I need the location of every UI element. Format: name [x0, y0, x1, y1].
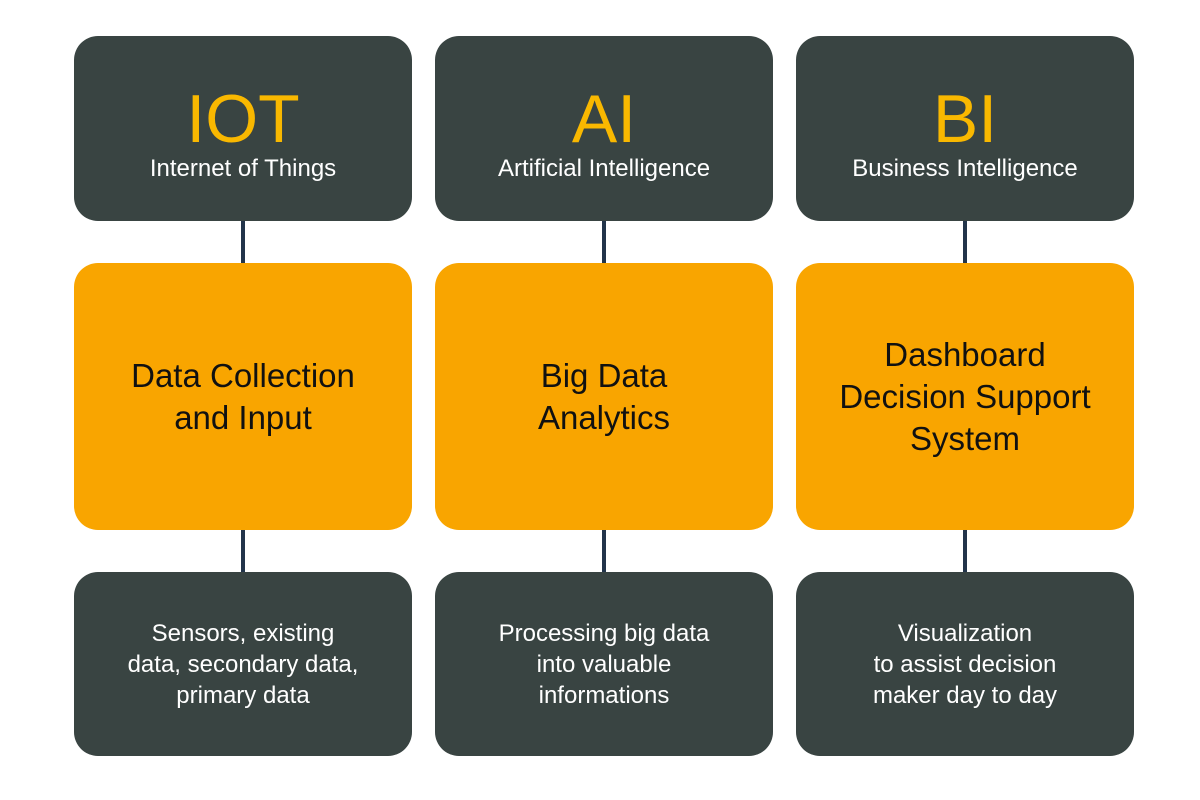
role-box-ai: Big Data Analytics — [435, 263, 773, 530]
role-text-bi: Dashboard Decision Support System — [839, 335, 1091, 457]
full-name-bi: Business Intelligence — [852, 154, 1078, 182]
connector-line — [963, 530, 967, 572]
description-text-iot: Sensors, existing data, secondary data, … — [127, 619, 359, 709]
full-name-iot: Internet of Things — [149, 154, 337, 182]
column-ai: AI Artificial Intelligence Big Data Anal… — [435, 36, 773, 756]
connector-line — [602, 530, 606, 572]
role-box-iot: Data Collection and Input — [74, 263, 412, 530]
acronym-iot: IOT — [186, 80, 300, 157]
column-bi: BI Business Intelligence Dashboard Decis… — [796, 36, 1134, 756]
acronym-bi: BI — [932, 80, 998, 157]
full-name-ai: Artificial Intelligence — [497, 154, 711, 182]
description-box-bi: Visualization to assist decision maker d… — [796, 572, 1134, 756]
role-text-iot: Data Collection and Input — [131, 356, 355, 436]
description-text-ai: Processing big data into valuable inform… — [498, 619, 710, 709]
connector-line — [963, 221, 967, 263]
role-box-bi: Dashboard Decision Support System — [796, 263, 1134, 530]
header-box-ai: AI Artificial Intelligence — [435, 36, 773, 221]
connector-line — [602, 221, 606, 263]
connector-line — [241, 530, 245, 572]
column-iot: IOT Internet of Things Data Collection a… — [74, 36, 412, 756]
description-box-iot: Sensors, existing data, secondary data, … — [74, 572, 412, 756]
header-box-iot: IOT Internet of Things — [74, 36, 412, 221]
description-text-bi: Visualization to assist decision maker d… — [872, 619, 1058, 709]
acronym-ai: AI — [571, 80, 637, 157]
description-box-ai: Processing big data into valuable inform… — [435, 572, 773, 756]
connector-line — [241, 221, 245, 263]
role-text-ai: Big Data Analytics — [537, 356, 671, 436]
header-box-bi: BI Business Intelligence — [796, 36, 1134, 221]
